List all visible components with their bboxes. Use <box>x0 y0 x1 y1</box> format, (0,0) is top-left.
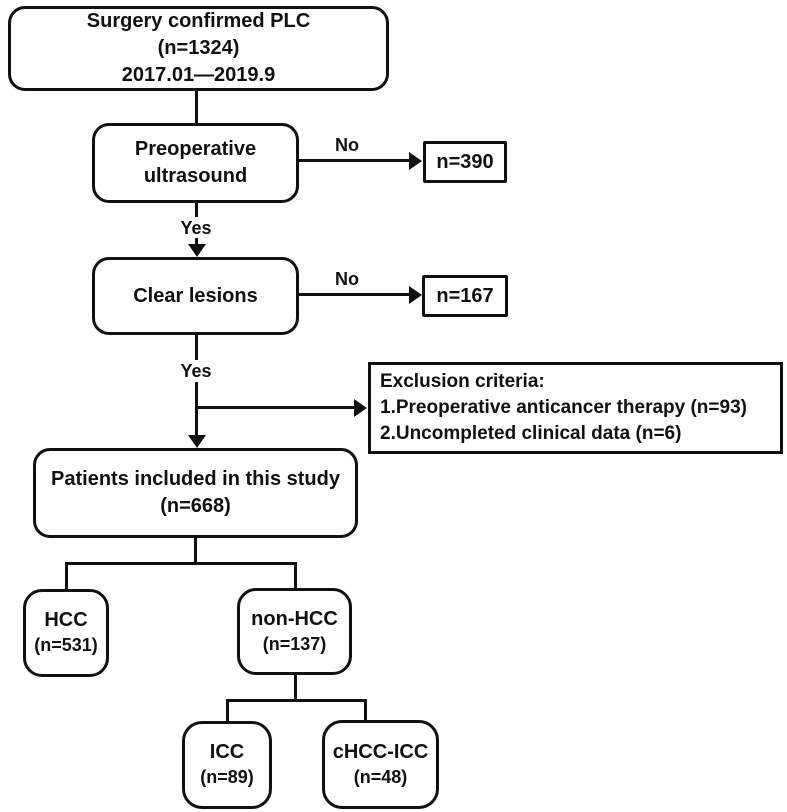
node-surgery-confirmed-plc: Surgery confirmed PLC (n=1324) 2017.01—2… <box>8 6 389 91</box>
node-n167: n=167 <box>422 275 508 317</box>
node-icc: ICC (n=89) <box>182 721 272 809</box>
node-exclusion-criteria: Exclusion criteria: 1.Preoperative antic… <box>368 362 783 454</box>
connector-plc-preop <box>195 90 198 124</box>
edge-label-no-lesions: No <box>319 268 375 290</box>
node-hcc: HCC (n=531) <box>23 589 109 677</box>
node-line: HCC <box>44 609 88 631</box>
node-n390: n=390 <box>423 141 507 183</box>
node-patients-included: Patients included in this study (n=668) <box>33 448 358 538</box>
edge-label-yes-lesions: Yes <box>168 360 224 382</box>
connector-preop-clear-lower <box>195 238 198 246</box>
node-line: n=167 <box>436 284 494 307</box>
arrowhead-exclusion <box>354 399 367 417</box>
node-line: (n=89) <box>200 767 254 787</box>
connector-clear-patients-upper <box>195 335 198 360</box>
node-line: (n=668) <box>160 495 231 517</box>
node-clear-lesions: Clear lesions <box>92 257 299 335</box>
node-line: Exclusion criteria: <box>380 371 545 392</box>
edge-label-yes-ultrasound: Yes <box>168 217 224 239</box>
node-line: ultrasound <box>143 165 248 187</box>
node-line: 2.Uncompleted clinical data (n=6) <box>380 423 682 444</box>
node-line: n=390 <box>436 150 494 173</box>
node-line: Preoperative <box>134 138 257 160</box>
node-chcc-icc: cHCC-ICC (n=48) <box>322 720 439 809</box>
edge-label-no-ultrasound: No <box>319 134 375 156</box>
connector-split-bar-1 <box>65 562 297 565</box>
node-line: cHCC-ICC <box>332 740 429 763</box>
node-line: (n=48) <box>353 766 408 787</box>
connector-exclusion <box>197 406 355 409</box>
node-line: (n=1324) <box>157 37 240 59</box>
connector-nonhcc-split <box>294 675 297 702</box>
arrowhead-clear-lesions <box>188 244 206 257</box>
node-line: Surgery confirmed PLC <box>86 10 311 32</box>
arrowhead-n167 <box>409 286 422 304</box>
connector-split-nonhcc <box>294 562 297 589</box>
connector-split-bar-2 <box>226 699 367 702</box>
connector-split-hcc <box>65 562 68 590</box>
connector-clear-patients-lower <box>195 382 198 436</box>
node-line: (n=137) <box>262 633 327 654</box>
node-line: (n=531) <box>34 635 98 655</box>
node-line: non-HCC <box>251 607 338 630</box>
node-preoperative-ultrasound: Preoperative ultrasound <box>92 123 299 203</box>
node-line: 2017.01—2019.9 <box>121 64 276 86</box>
node-line: Clear lesions <box>133 284 258 307</box>
arrowhead-patients <box>188 435 206 448</box>
connector-preop-clear-upper <box>195 203 198 217</box>
connector-preop-n390 <box>299 159 409 162</box>
node-line: Patients included in this study <box>51 468 340 490</box>
node-line: ICC <box>209 741 245 763</box>
connector-clear-n167 <box>299 293 409 296</box>
connector-patients-split <box>194 538 197 565</box>
arrowhead-n390 <box>409 152 422 170</box>
connector-split-chcc <box>364 699 367 720</box>
node-non-hcc: non-HCC (n=137) <box>237 588 352 675</box>
connector-split-icc <box>226 699 229 721</box>
node-line: 1.Preoperative anticancer therapy (n=93) <box>380 397 747 418</box>
